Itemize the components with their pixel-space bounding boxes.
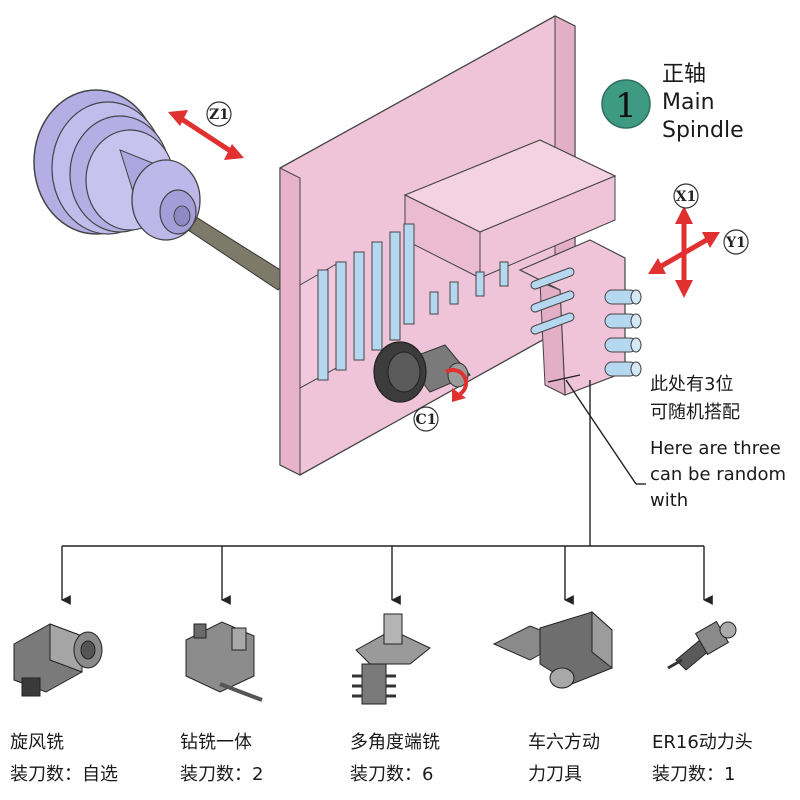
tool-2-count: 装刀数：2	[180, 764, 264, 785]
tool-5-count: 装刀数：1	[652, 764, 736, 785]
note-en-line3: with	[650, 490, 689, 511]
tool-3-name: 多角度端铣	[350, 732, 440, 753]
tool-4-name: 车六方动	[528, 732, 600, 753]
multi-angle-end-mill-icon	[352, 613, 431, 705]
x1-y1-axis-arrows	[648, 206, 720, 298]
main-spindle-chuck	[33, 89, 291, 291]
tool-4-count: 力刀具	[528, 764, 582, 785]
tool-3-count: 装刀数：6	[350, 764, 434, 785]
svg-text:C1: C1	[416, 412, 437, 428]
tool-1-name: 旋风铣	[10, 732, 64, 753]
c1-rotation-arrow	[444, 368, 468, 402]
tool-5-name: ER16动力头	[652, 732, 753, 753]
arm-tool-positions	[604, 289, 642, 377]
spindle-number-badge: 1	[601, 79, 651, 129]
whirlwind-mill-icon	[13, 623, 103, 697]
spindle-name-en-line1: Main	[662, 90, 715, 115]
gang-tool-holders	[299, 223, 509, 389]
gang-tool-plate	[279, 15, 626, 476]
axis-label-y1: Y1	[723, 229, 749, 255]
svg-text:Y1: Y1	[725, 235, 746, 251]
note-cn-line1: 此处有3位	[650, 374, 734, 395]
note-en-line1: Here are three	[650, 438, 781, 459]
spindle-name-en-line2: Spindle	[662, 118, 744, 143]
note-cn-line2: 可随机搭配	[650, 402, 740, 423]
axis-label-z1: Z1	[206, 101, 232, 127]
tool-option-connectors	[61, 374, 713, 605]
z1-axis-arrow	[168, 110, 244, 160]
note-en-line2: can be random	[650, 464, 787, 485]
hexagon-turning-tool-icon	[492, 610, 613, 689]
c-axis-live-tool	[373, 341, 471, 403]
er16-power-head-icon	[667, 620, 737, 671]
svg-text:1: 1	[615, 86, 637, 126]
drill-mill-unit-icon	[185, 621, 263, 702]
axis-label-x1: X1	[673, 183, 699, 209]
tool-2-name: 钻铣一体	[180, 732, 252, 753]
tool-1-count: 装刀数：自选	[10, 764, 118, 785]
arm-rear-pins	[530, 267, 575, 335]
axis-label-c1: C1	[413, 406, 439, 432]
spindle-name-cn: 正轴	[662, 62, 707, 87]
svg-text:X1: X1	[676, 189, 697, 205]
svg-text:Z1: Z1	[209, 107, 229, 123]
